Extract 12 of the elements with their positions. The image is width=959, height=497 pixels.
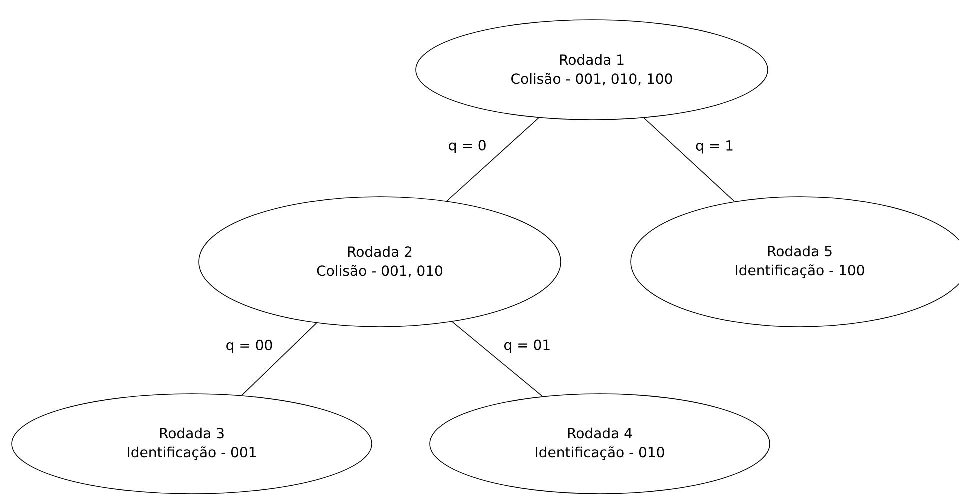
edge-label: q = 00	[226, 340, 272, 354]
edge-label: q = 01	[504, 340, 550, 354]
ellipse-node: Rodada 3 Identificação - 001	[12, 394, 372, 494]
connector-line	[242, 322, 318, 396]
connector-line	[446, 118, 540, 202]
edge-label: q = 0	[449, 140, 486, 154]
ellipse-node: Rodada 1 Colisão - 001, 010, 100	[416, 20, 768, 120]
connector-line	[452, 322, 544, 397]
connector-line	[644, 118, 736, 202]
ellipse-node: Rodada 4 Identificação - 010	[430, 394, 770, 494]
ellipse-node: Rodada 2 Colisão - 001, 010	[198, 196, 562, 328]
edge-label: q = 1	[696, 140, 733, 154]
